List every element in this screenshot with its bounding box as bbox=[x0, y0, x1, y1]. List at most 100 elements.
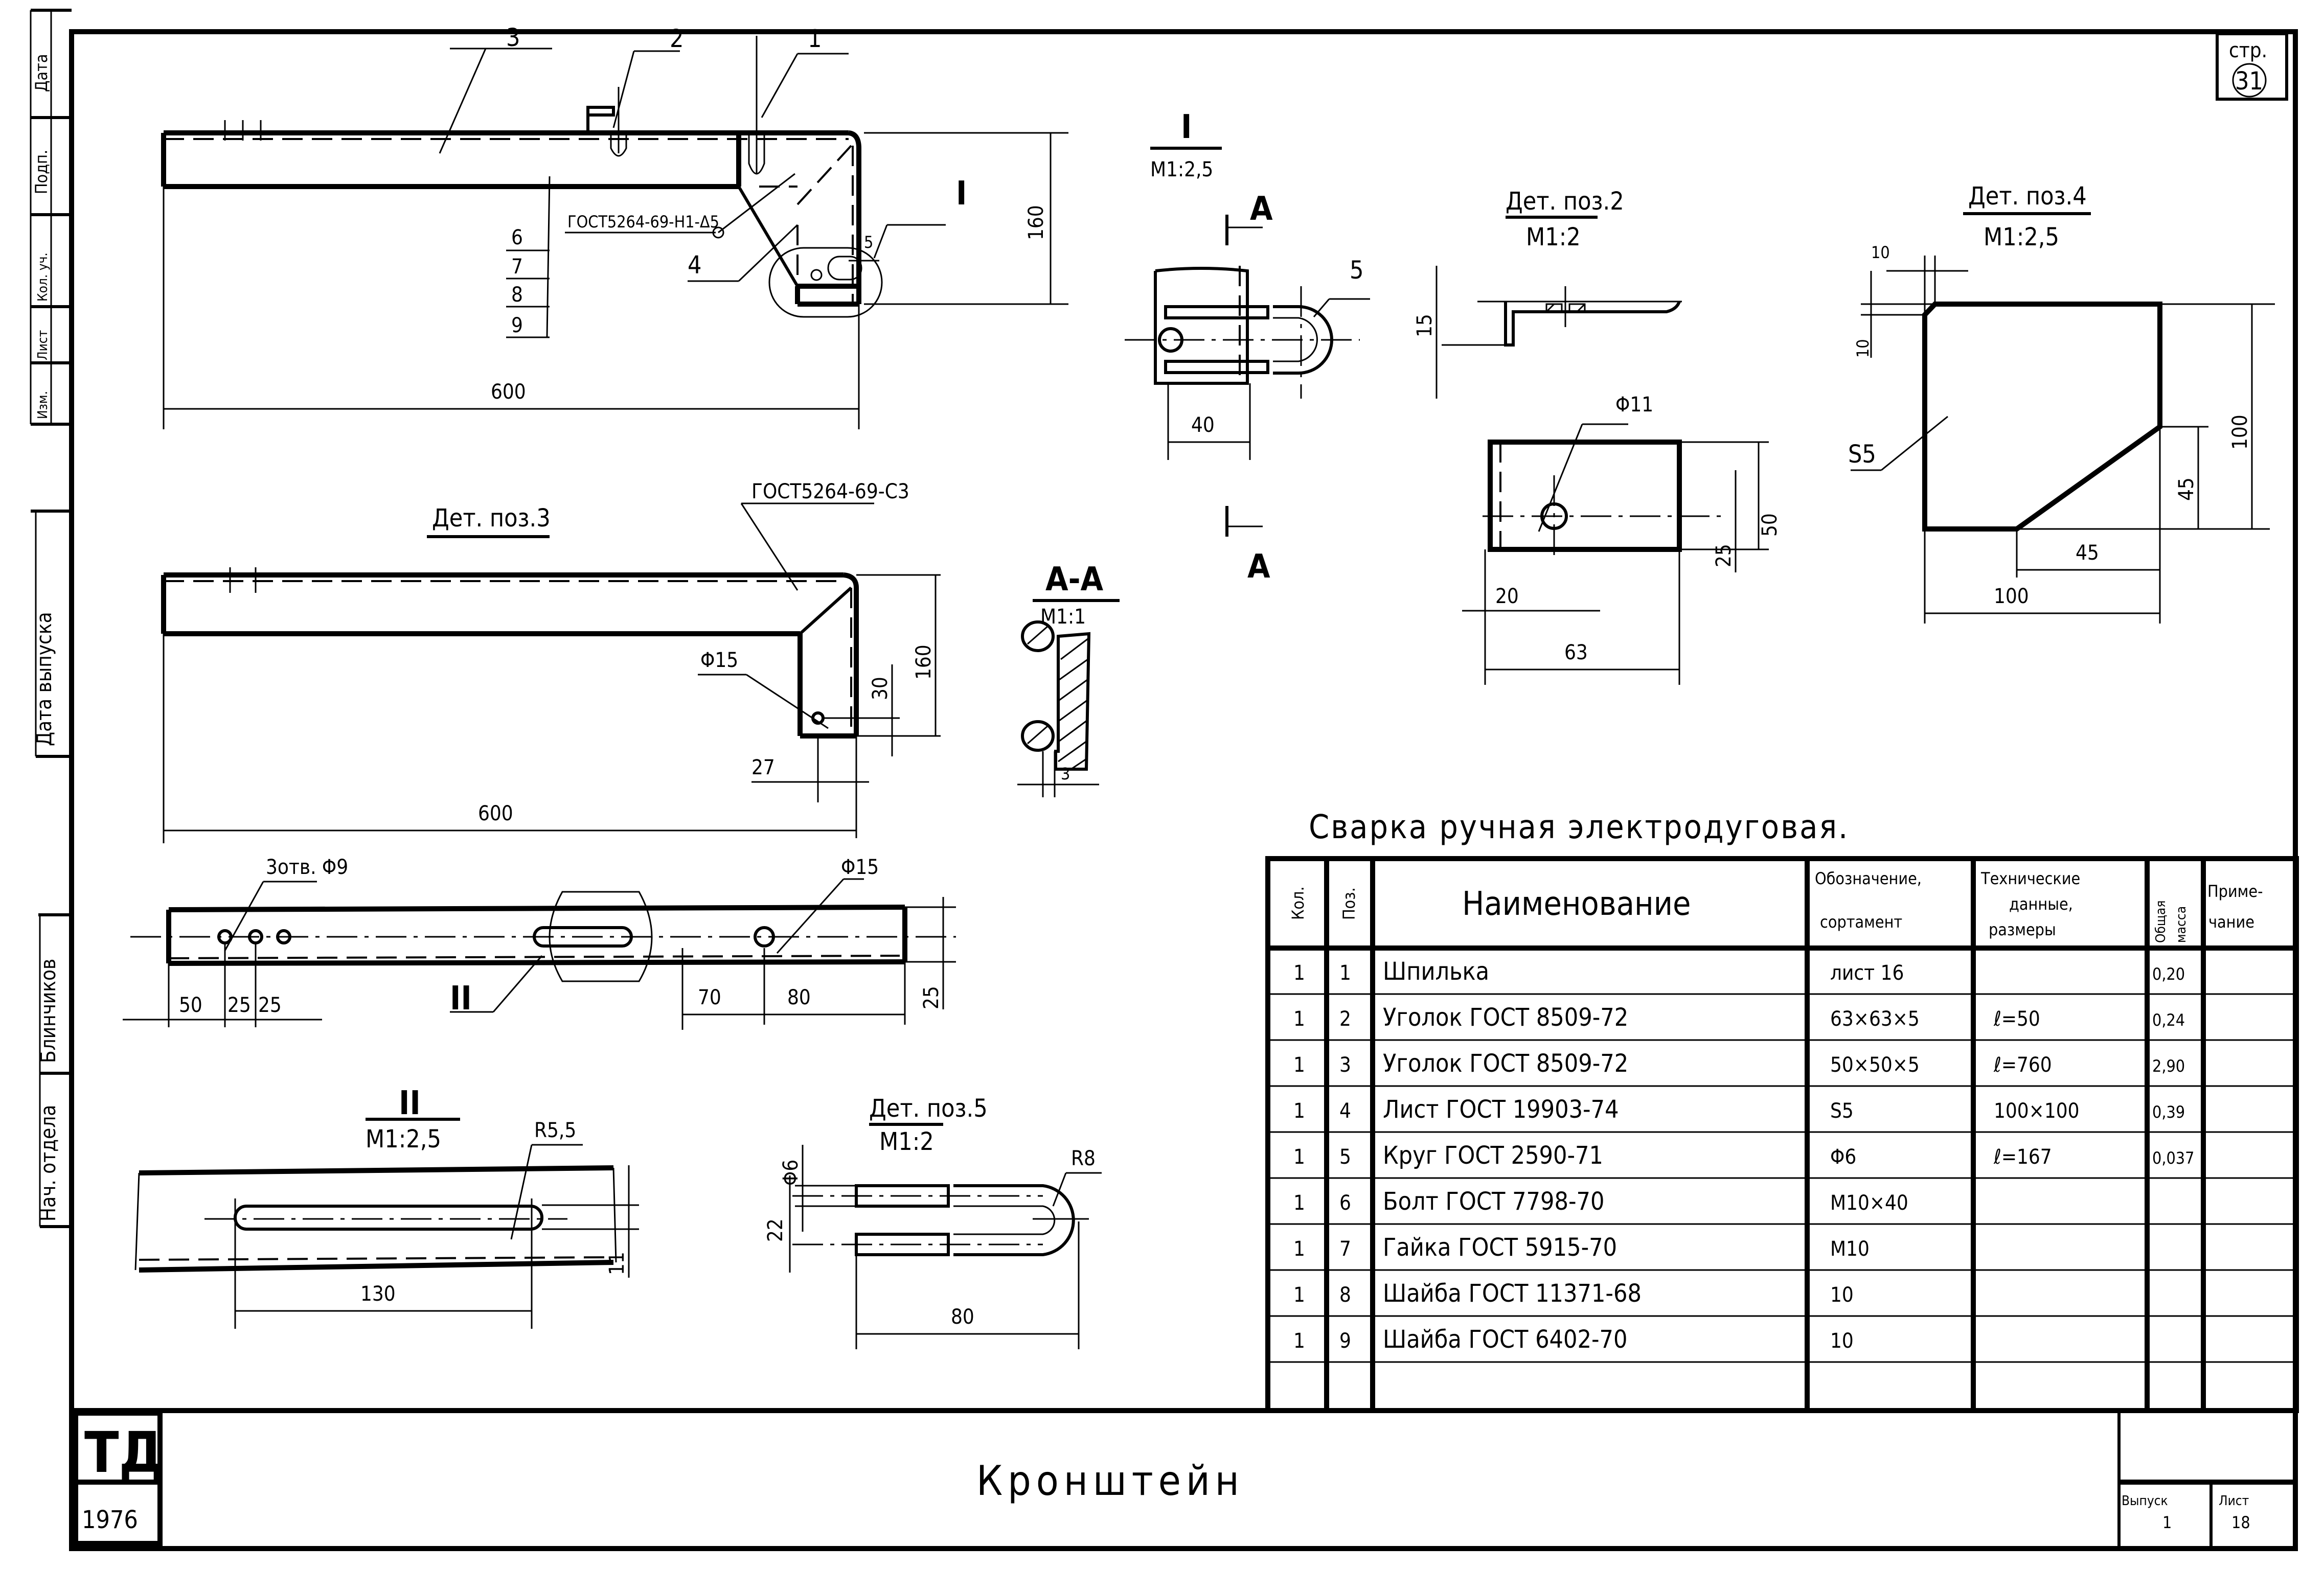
plan-dim-left-1: 50 bbox=[179, 994, 202, 1017]
callout-4: 4 bbox=[688, 251, 701, 280]
leader-7: 7 bbox=[511, 255, 523, 279]
cell-pos: 7 bbox=[1339, 1237, 1351, 1261]
detail-pos5-dim-gap: 22 bbox=[764, 1218, 787, 1242]
title-code: ТД bbox=[84, 1420, 164, 1485]
sheet-value: 18 bbox=[2231, 1513, 2250, 1532]
plan-detail-marker: II bbox=[450, 980, 472, 1018]
detail-I-callout: 5 bbox=[1350, 256, 1363, 285]
main-view: 3 2 1 4 ГОСТ5264-69-Н1-Δ5 6 7 8 9 I 5 16… bbox=[161, 24, 1068, 429]
cell-qty: 1 bbox=[1293, 1007, 1305, 1031]
cell-mass: 0,24 bbox=[2152, 1010, 2185, 1030]
detail-pos5-radius: R8 bbox=[1071, 1147, 1096, 1170]
cell-name: Уголок ГОСТ 8509-72 bbox=[1383, 1003, 1628, 1032]
cell-name: Болт ГОСТ 7798-70 bbox=[1383, 1187, 1604, 1216]
detail-II-scale: М1:2,5 bbox=[366, 1125, 441, 1153]
detail-pos2-title: Дет. поз.2 bbox=[1506, 187, 1624, 216]
spec-header-designation-1: Обозначение, bbox=[1815, 869, 1922, 888]
welding-note: Сварка ручная электродуговая. bbox=[1309, 809, 1849, 846]
detail-pos4-title: Дет. поз.4 bbox=[1968, 182, 2087, 211]
detail-II-radius: R5,5 bbox=[534, 1119, 576, 1142]
cell-tech: ℓ=167 bbox=[1993, 1145, 2052, 1169]
spec-table bbox=[1265, 856, 2299, 1413]
detail-pos5-title: Дет. поз.5 bbox=[869, 1094, 988, 1123]
plan-dim-width: 25 bbox=[920, 986, 943, 1009]
title-year: 1976 bbox=[82, 1506, 138, 1534]
detail-pos5-diameter: Φ6 bbox=[779, 1160, 803, 1186]
margin-label-person: Блинчиков bbox=[37, 959, 60, 1063]
detail-pos4-dim-cut-height: 45 bbox=[2175, 477, 2198, 501]
cell-qty: 1 bbox=[1293, 1099, 1305, 1123]
drawing-title: Кронштейн bbox=[976, 1457, 1244, 1505]
cell-designation: 63×63×5 bbox=[1830, 1007, 1920, 1031]
section-mark-top: А bbox=[1250, 190, 1273, 228]
detail-pos3: Дет. поз.3 ГОСТ5264-69-С3 Φ15 160 30 27 bbox=[161, 480, 941, 843]
spec-header-designation-2: сортамент bbox=[1820, 912, 1902, 932]
section-AA-dim-gap: 3 bbox=[1061, 764, 1070, 783]
detail-II-dim-height: 11 bbox=[605, 1252, 629, 1275]
cell-tech: 100×100 bbox=[1994, 1099, 2080, 1123]
margin-label-sheet: Лист bbox=[35, 330, 51, 360]
main-dim-small: 5 bbox=[864, 233, 873, 252]
detail-pos4-dim-chamfer-x: 10 bbox=[1871, 243, 1890, 262]
spec-header-mass-1: Общая bbox=[2153, 901, 2169, 943]
margin-label-signature: Подп. bbox=[32, 150, 51, 194]
cell-pos: 9 bbox=[1339, 1329, 1351, 1353]
issue-value: 1 bbox=[2162, 1513, 2172, 1532]
callout-1: 1 bbox=[808, 25, 822, 53]
plan-dim-left-2: 25 bbox=[227, 994, 251, 1017]
margin-label-department-head: Нач. отдела bbox=[37, 1105, 60, 1221]
cell-name: Гайка ГОСТ 5915-70 bbox=[1383, 1233, 1617, 1262]
cell-pos: 3 bbox=[1339, 1053, 1351, 1077]
cell-name: Шпилька bbox=[1383, 957, 1489, 986]
cell-qty: 1 bbox=[1293, 1329, 1305, 1353]
cell-pos: 1 bbox=[1339, 961, 1351, 985]
cell-designation: М10×40 bbox=[1830, 1191, 1908, 1215]
plan-dim-left-3: 25 bbox=[258, 994, 282, 1017]
detail-pos5-scale: М1:2 bbox=[879, 1127, 934, 1156]
cell-mass: 0,39 bbox=[2152, 1102, 2185, 1122]
cell-name: Шайба ГОСТ 11371-68 bbox=[1383, 1279, 1642, 1308]
detail-pos4-dim-width: 100 bbox=[1994, 585, 2029, 608]
leader-8: 8 bbox=[511, 283, 523, 307]
page-number-circle bbox=[2232, 63, 2267, 98]
cell-qty: 1 bbox=[1293, 961, 1305, 985]
cell-designation: Φ6 bbox=[1830, 1145, 1856, 1169]
detail-pos4-thickness: S5 bbox=[1848, 440, 1876, 469]
leader-9: 9 bbox=[511, 314, 523, 337]
margin-label-issue-date: Дата выпуска bbox=[33, 612, 56, 746]
detail-pos2-dim-half: 25 bbox=[1712, 544, 1736, 567]
cell-qty: 1 bbox=[1293, 1191, 1305, 1215]
cell-mass: 2,90 bbox=[2152, 1056, 2185, 1076]
detail-pos3-dim-hole-height: 30 bbox=[869, 677, 892, 700]
detail-pos3-weld: ГОСТ5264-69-С3 bbox=[751, 480, 909, 503]
detail-pos5-dim-length: 80 bbox=[951, 1305, 974, 1329]
detail-pos2-hole: Φ11 bbox=[1615, 393, 1653, 417]
plan-dim-right-2: 80 bbox=[787, 986, 811, 1009]
section-mark-bottom: А bbox=[1247, 548, 1270, 586]
detail-II-dim-slot: 130 bbox=[360, 1282, 396, 1306]
main-dim-height: 160 bbox=[1024, 205, 1048, 240]
detail-pos4-dim-height: 100 bbox=[2228, 414, 2252, 450]
detail-I-scale: М1:2,5 bbox=[1150, 158, 1213, 181]
detail-pos4: Дет. поз.4 М1:2,5 10 10 45 100 45 100 S5 bbox=[1848, 182, 2275, 624]
detail-pos4-scale: М1:2,5 bbox=[1984, 223, 2059, 251]
cell-qty: 1 bbox=[1293, 1145, 1305, 1169]
section-AA: А-А М1:1 3 bbox=[1017, 561, 1120, 797]
cell-mass: 0,037 bbox=[2152, 1148, 2194, 1168]
margin-label-count: Кол. уч. bbox=[35, 252, 51, 302]
callout-2: 2 bbox=[670, 25, 683, 53]
detail-pos4-dim-cut-width: 45 bbox=[2076, 541, 2099, 565]
cell-pos: 4 bbox=[1339, 1099, 1351, 1123]
sheet-frame bbox=[69, 29, 2298, 1551]
callout-3: 3 bbox=[506, 24, 520, 52]
detail-pos3-dim-hole-offset: 27 bbox=[751, 756, 775, 779]
section-AA-title: А-А bbox=[1045, 561, 1103, 598]
page-label: стр. bbox=[2229, 39, 2267, 62]
spec-header-tech-1: Технические bbox=[1980, 869, 2080, 888]
